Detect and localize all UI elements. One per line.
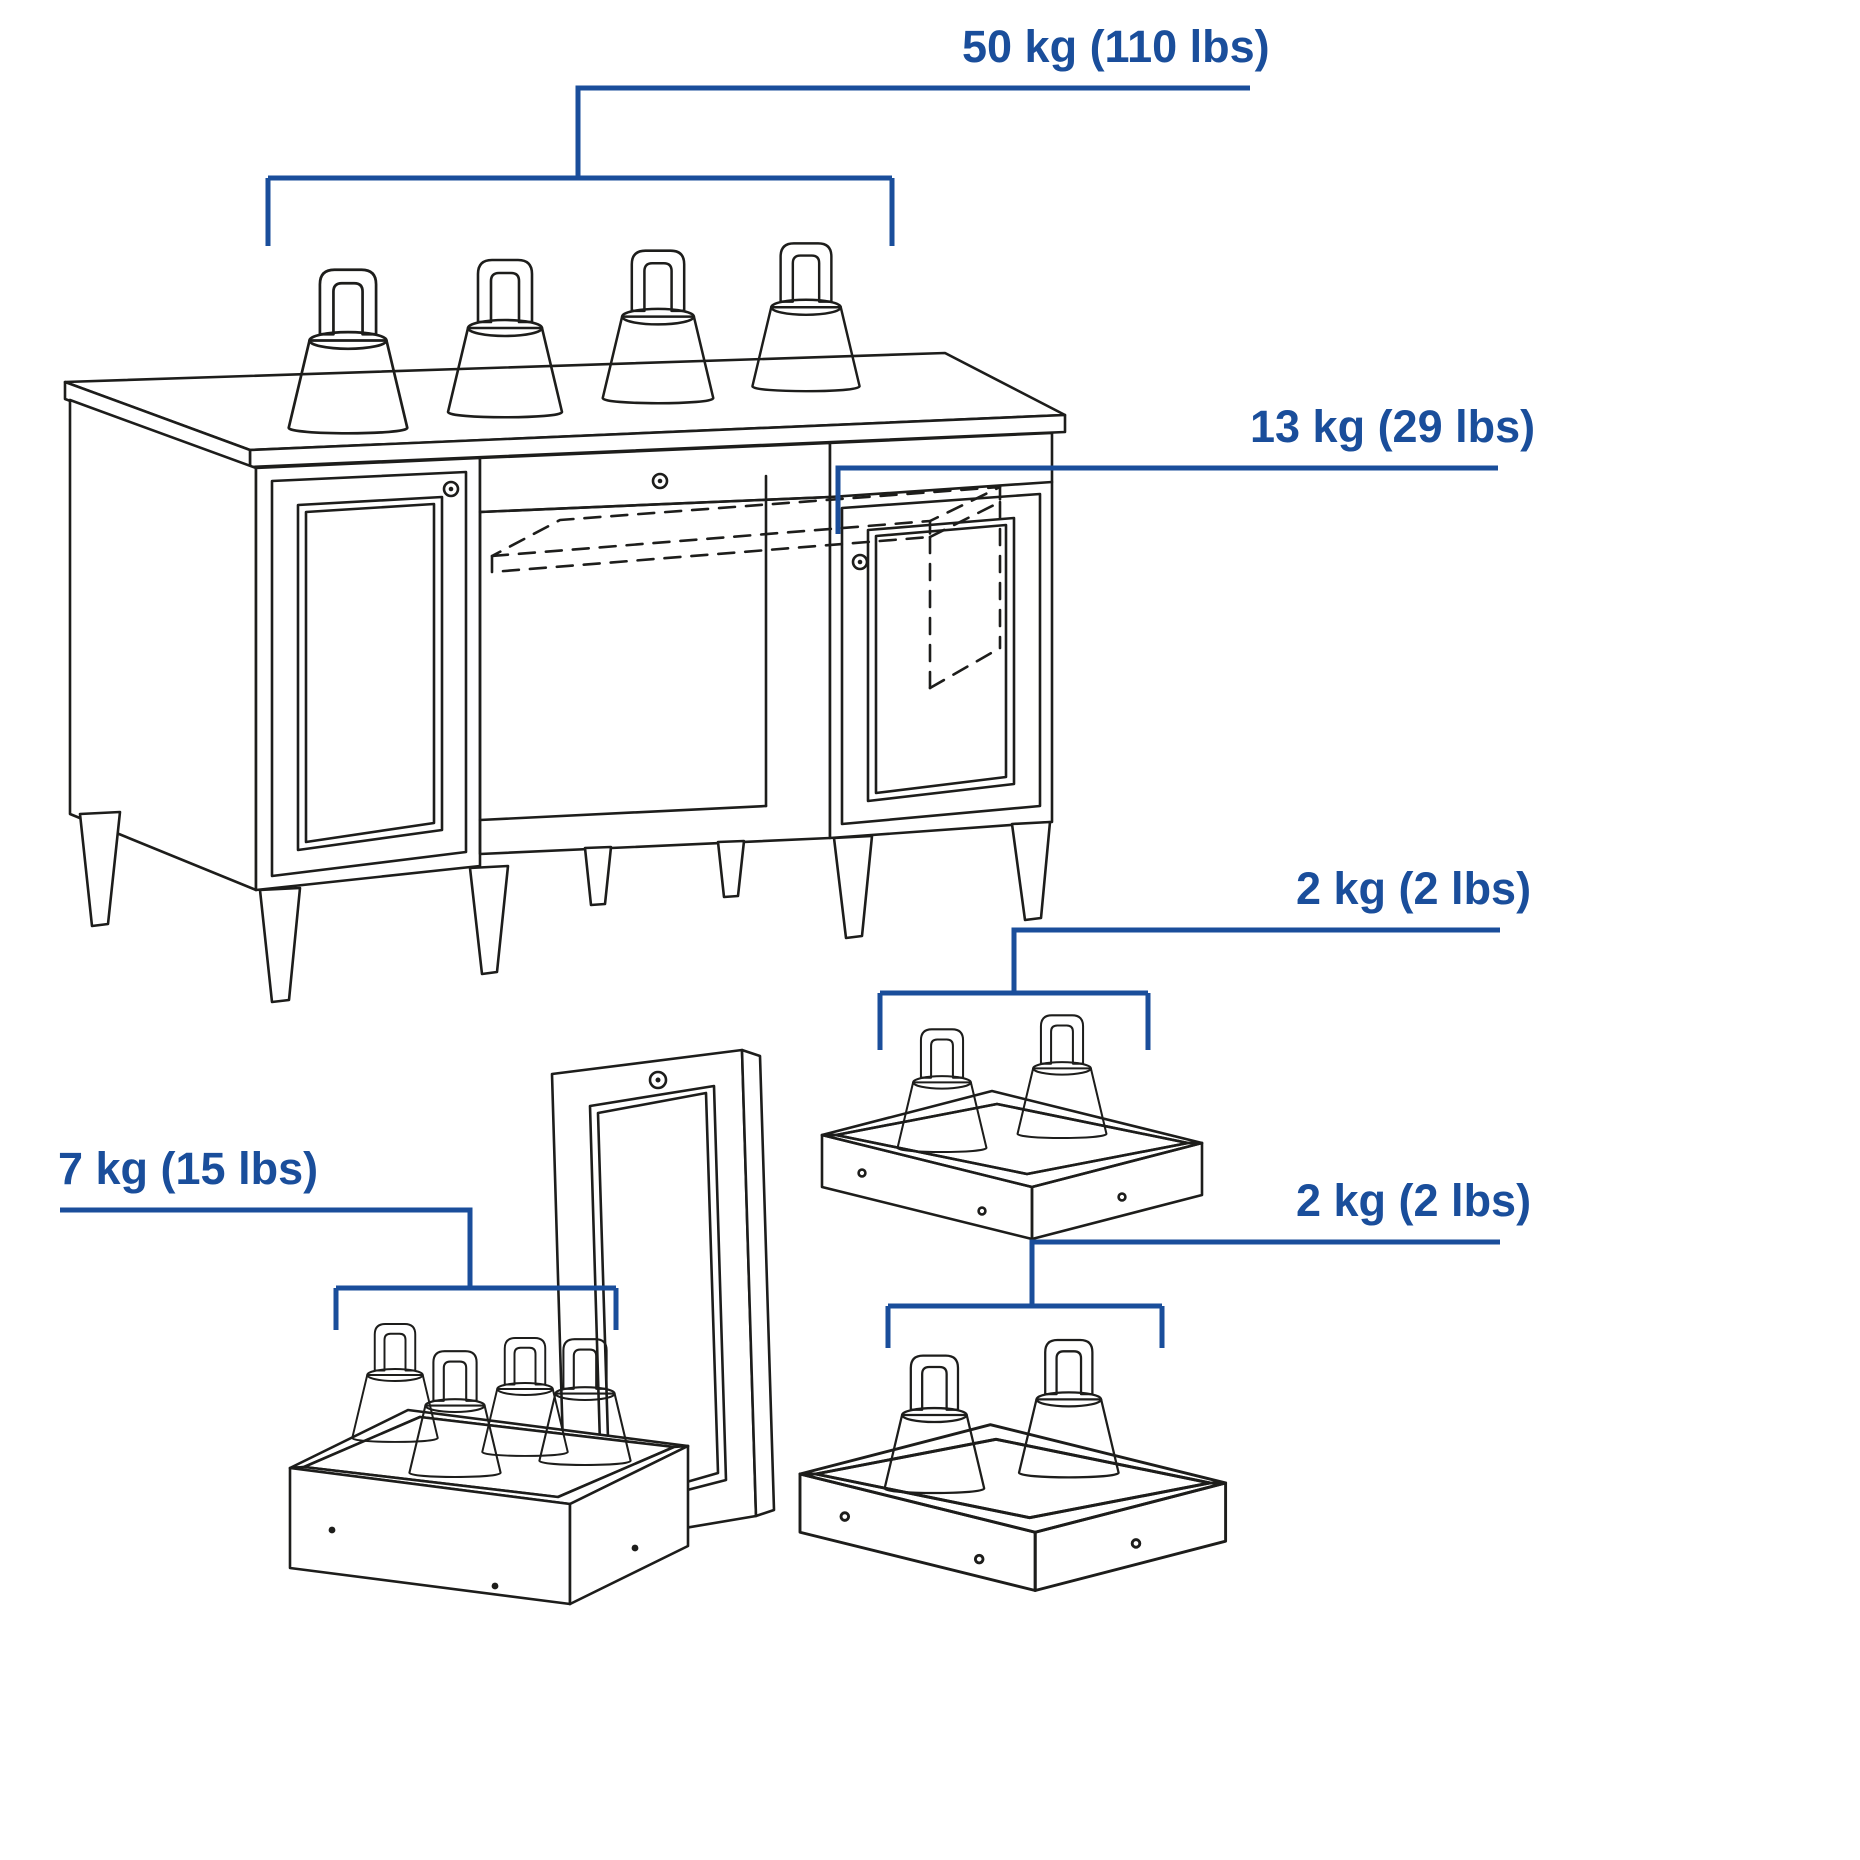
desk-leg — [1010, 820, 1052, 922]
bottom-drawer-illustration — [800, 1340, 1226, 1591]
desk-leg — [468, 864, 510, 976]
desk-illustration — [63, 351, 1067, 1004]
centre-foot — [583, 845, 613, 907]
door-illustration — [550, 1048, 776, 1550]
callout-bottom-drawer-capacity — [885, 1239, 1500, 1348]
drawer-illustration — [288, 1323, 690, 1606]
knee-space-opening — [478, 495, 832, 856]
desk-leg — [258, 886, 302, 1004]
label-top-drawer-max-load: 2 kg (2 lbs) — [1296, 863, 1532, 914]
desk-leg — [78, 810, 122, 928]
label-door-max-load: 7 kg (15 lbs) — [58, 1143, 319, 1194]
label-shelf-max-load: 13 kg (29 lbs) — [1250, 401, 1536, 452]
centre-foot — [716, 839, 746, 899]
label-desktop-max-load: 50 kg (110 lbs) — [962, 21, 1270, 72]
label-bottom-drawer-max-load: 2 kg (2 lbs) — [1296, 1175, 1532, 1226]
callout-desktop-capacity — [265, 85, 1250, 246]
shelf-dashed-outline — [490, 485, 1002, 690]
callout-top-drawer-capacity — [877, 927, 1500, 1050]
desk-leg — [832, 834, 874, 940]
callout-door-capacity — [60, 1207, 619, 1330]
door-drawer-assembly — [288, 1048, 776, 1606]
callout-shelf-capacity — [835, 465, 1498, 534]
left-cabinet — [254, 456, 482, 892]
